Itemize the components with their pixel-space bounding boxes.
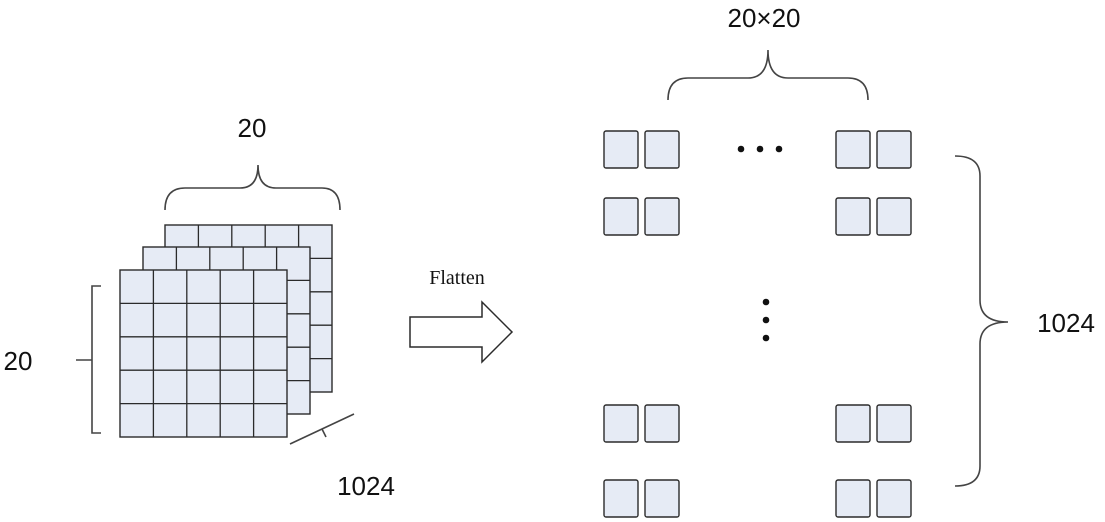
height-bracket <box>76 285 101 434</box>
matrix-cell <box>835 479 871 518</box>
matrix-cell <box>603 130 639 169</box>
matrix-cell <box>835 130 871 169</box>
width-brace <box>164 164 341 211</box>
feature-map-layer-front <box>119 269 288 438</box>
matrix-cell <box>876 130 912 169</box>
width-label: 20 <box>238 113 267 143</box>
matrix-side-label: 1024 <box>1037 308 1095 338</box>
matrix-cell <box>603 479 639 518</box>
matrix-top-brace <box>667 49 869 101</box>
matrix-cell <box>644 197 680 236</box>
matrix-cell <box>876 404 912 443</box>
matrix-cell <box>603 404 639 443</box>
matrix-top-label: 20×20 <box>727 3 800 33</box>
feature-map-stack <box>119 224 333 438</box>
matrix-row-2 <box>603 197 912 236</box>
horizontal-ellipsis-icon <box>737 145 783 153</box>
height-label: 20 <box>4 346 33 376</box>
matrix-cell <box>644 130 680 169</box>
matrix-row-1 <box>603 130 912 169</box>
matrix-row-3 <box>603 404 912 443</box>
depth-bracket <box>289 413 355 445</box>
matrix-cell <box>835 404 871 443</box>
matrix-cell <box>603 197 639 236</box>
matrix-row-4 <box>603 479 912 518</box>
matrix-cell <box>644 404 680 443</box>
flatten-arrow <box>409 300 514 364</box>
matrix-side-brace <box>954 155 1009 487</box>
matrix-cell <box>835 197 871 236</box>
matrix-cell <box>644 479 680 518</box>
matrix-cell <box>876 197 912 236</box>
vertical-ellipsis-icon <box>762 298 770 342</box>
flatten-label: Flatten <box>429 267 485 289</box>
depth-label: 1024 <box>337 471 395 501</box>
matrix-cell <box>876 479 912 518</box>
